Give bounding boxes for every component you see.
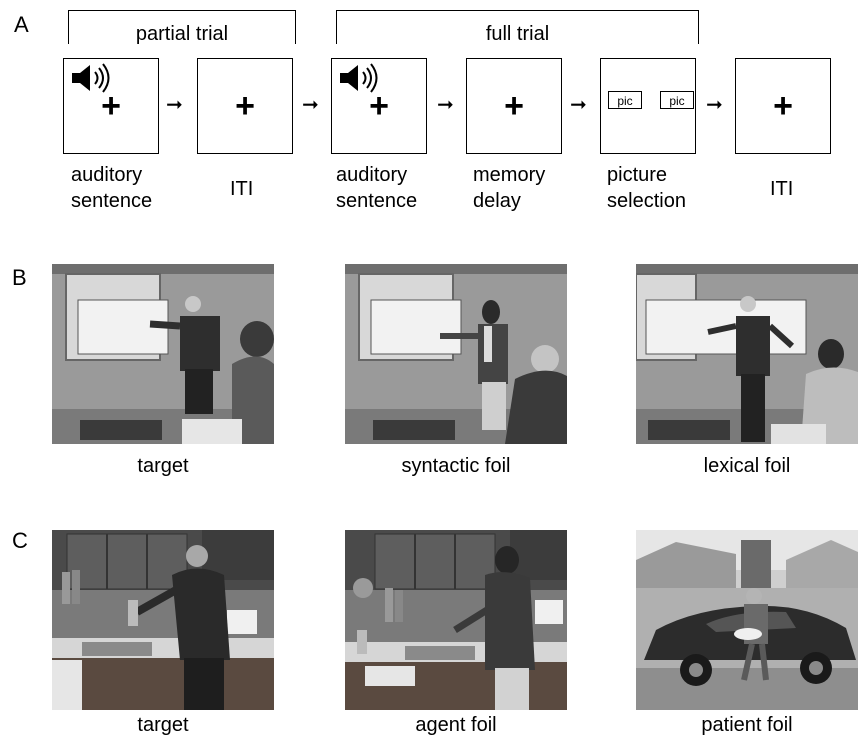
photo-b-lexical-foil (636, 264, 858, 444)
partial-trial-bracket: partial trial (68, 10, 296, 45)
step-label-5: picture selection (607, 164, 686, 212)
caption-b-target: target (137, 455, 189, 477)
fixation-cross: + (101, 87, 121, 125)
photo-c-target (52, 530, 274, 710)
fixation-cross: + (504, 87, 524, 125)
step-box-1: + (63, 58, 159, 154)
arrow-icon: ➞ (706, 94, 723, 116)
photo-c-agent-foil (345, 530, 567, 710)
step-box-5: pic pic (600, 58, 696, 154)
step-box-2: + (197, 58, 293, 154)
caption-c-agent-foil: agent foil (415, 714, 497, 736)
fixation-cross: + (773, 87, 793, 125)
panel-letter-b: B (12, 265, 27, 290)
step-label-3: auditory sentence (336, 164, 418, 212)
panel-letter-a: A (14, 12, 29, 37)
step-label-2: ITI (230, 178, 254, 200)
fixation-cross: + (369, 87, 389, 125)
photo-b-syntactic-foil (345, 264, 567, 444)
arrow-icon: ➞ (166, 94, 183, 116)
step-label-6: ITI (770, 178, 794, 200)
photo-b-target (52, 264, 274, 444)
panel-letter-c: C (12, 528, 28, 553)
caption-b-syntactic-foil: syntactic foil (401, 455, 511, 477)
step-box-3: + (331, 58, 427, 154)
step-label-4: memory delay (473, 164, 546, 212)
photo-c-patient-foil (636, 530, 858, 710)
full-trial-bracket: full trial (336, 10, 699, 45)
caption-c-patient-foil: patient foil (701, 714, 793, 736)
speaker-icon (72, 63, 110, 93)
speaker-icon (340, 63, 378, 93)
step-box-4: + (466, 58, 562, 154)
fixation-cross: + (235, 87, 255, 125)
caption-b-lexical-foil: lexical foil (703, 455, 791, 477)
full-trial-label: full trial (485, 23, 550, 45)
pic-right: pic (660, 91, 694, 109)
step-box-6: + (735, 58, 831, 154)
arrow-icon: ➞ (437, 94, 454, 116)
arrow-icon: ➞ (570, 94, 587, 116)
pic-left: pic (608, 91, 642, 109)
arrow-icon: ➞ (302, 94, 319, 116)
step-label-1: auditory sentence (71, 164, 153, 212)
partial-trial-label: partial trial (135, 23, 229, 45)
caption-c-target: target (137, 714, 189, 736)
